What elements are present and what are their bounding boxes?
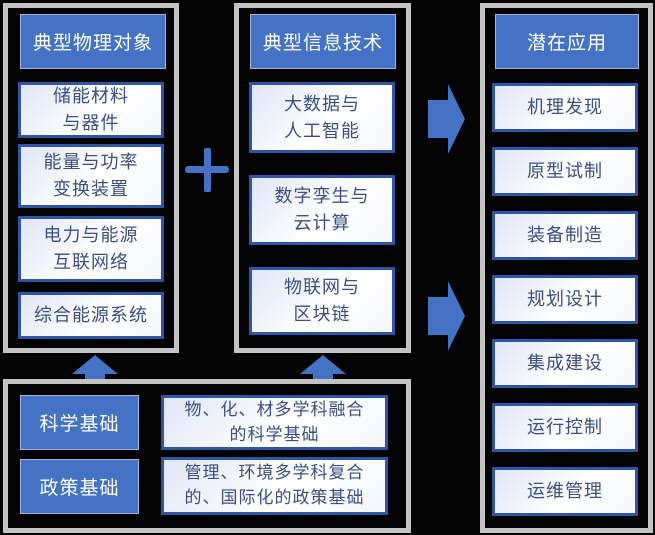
- physical-objects-header: 典型物理对象: [20, 14, 166, 69]
- info-tech-item: 数字孪生与 云计算: [249, 175, 395, 245]
- info-tech-item: 大数据与 人工智能: [249, 82, 395, 153]
- info-tech-item: 物联网与 区块链: [249, 267, 395, 335]
- right-arrow-icon: [428, 281, 465, 351]
- physical-object-item: 电力与能源 互联网络: [18, 216, 164, 282]
- application-item: 装备制造: [492, 211, 638, 260]
- plus-icon: [185, 148, 229, 192]
- info-tech-header: 典型信息技术: [250, 14, 396, 69]
- up-arrow-icon: [72, 355, 118, 382]
- application-item: 集成建设: [492, 339, 638, 388]
- application-item: 规划设计: [492, 275, 638, 324]
- science-foundation-description: 物、化、材多学科融合 的科学基础: [161, 395, 388, 450]
- physical-object-item: 综合能源系统: [18, 292, 164, 339]
- policy-foundation-label: 政策基础: [20, 459, 139, 514]
- right-arrow-icon: [428, 84, 465, 154]
- science-foundation-label: 科学基础: [20, 395, 139, 450]
- application-item: 机理发现: [492, 83, 638, 132]
- policy-foundation-description: 管理、环境多学科复合 的、国际化的政策基础: [161, 457, 388, 515]
- application-item: 运维管理: [492, 467, 638, 516]
- application-item: 运行控制: [492, 403, 638, 452]
- physical-object-item: 能量与功率 变换装置: [18, 144, 164, 208]
- up-arrow-icon: [300, 355, 346, 382]
- application-item: 原型试制: [492, 147, 638, 196]
- applications-header: 潜在应用: [495, 14, 639, 69]
- physical-object-item: 储能材料 与器件: [18, 82, 164, 138]
